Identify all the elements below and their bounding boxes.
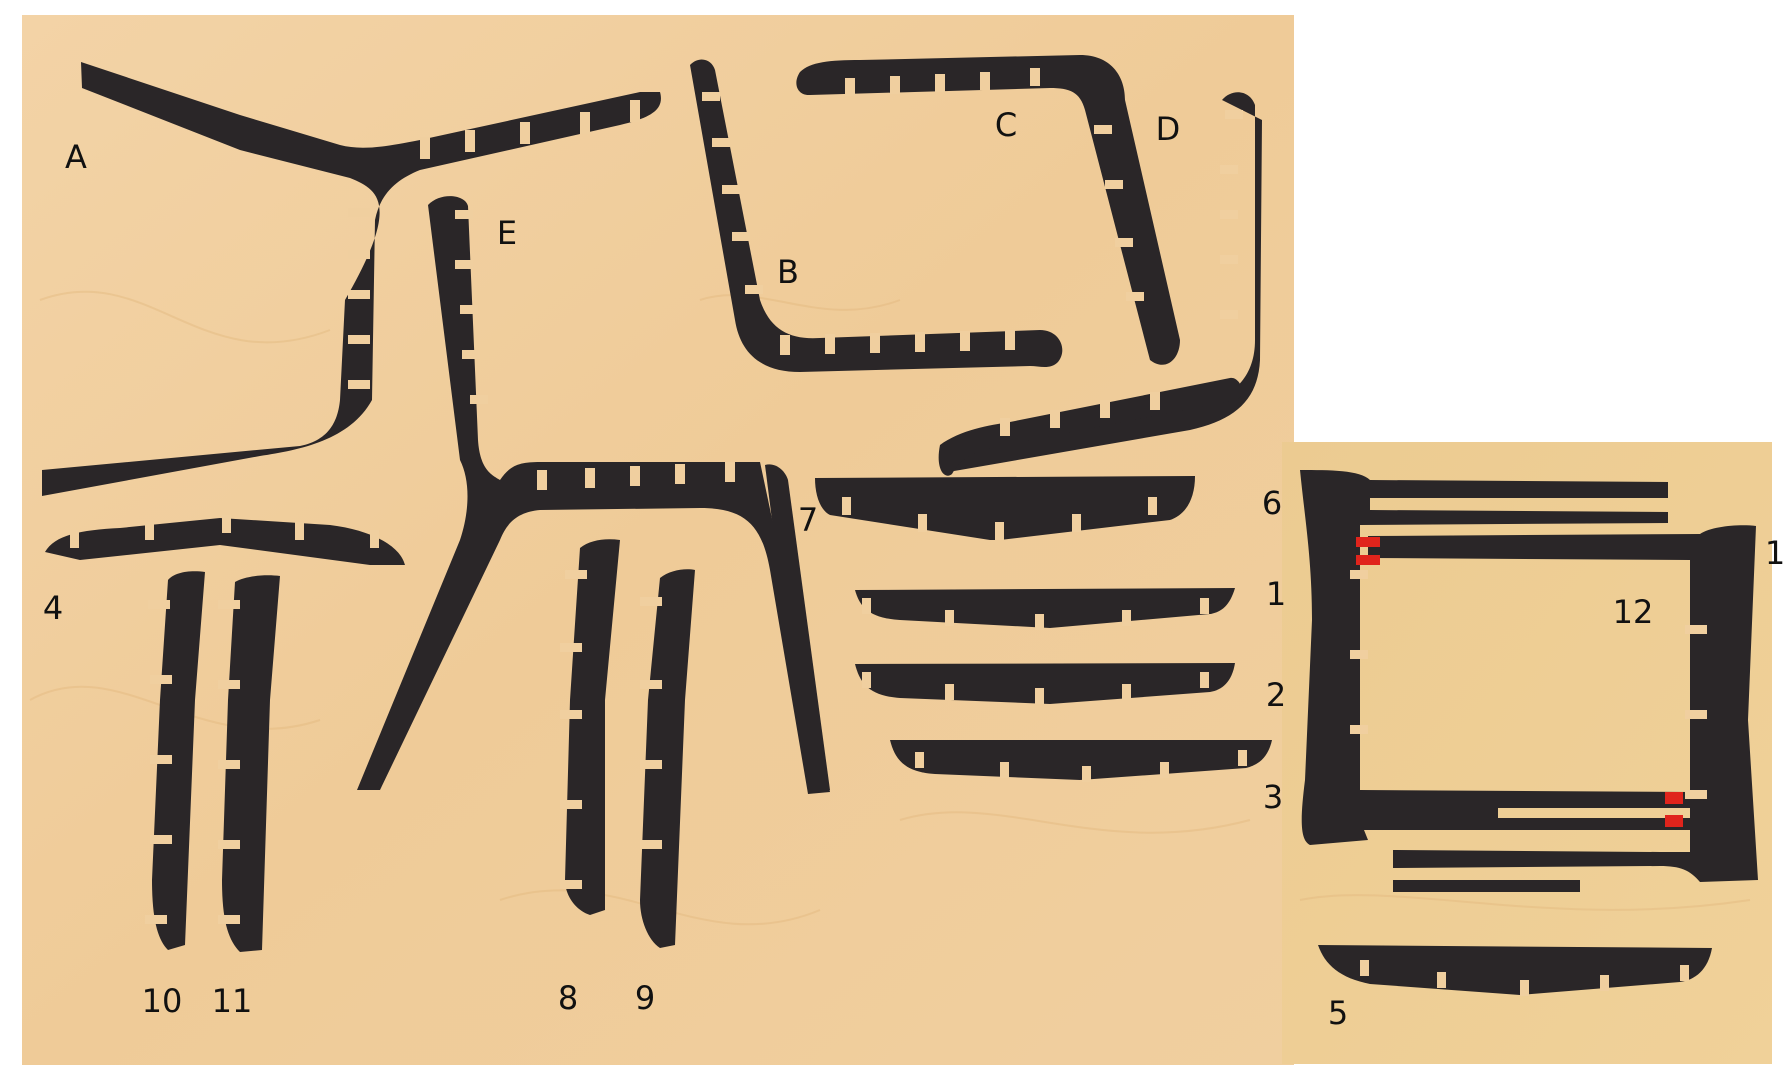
label-10: 10 <box>141 982 183 1020</box>
piece-7 <box>815 476 1195 540</box>
label-a: A <box>65 138 87 176</box>
piece-4 <box>45 518 405 565</box>
piece-5 <box>1318 945 1712 995</box>
piece-12 <box>1368 525 1758 892</box>
label-4: 4 <box>42 589 64 627</box>
tab-notches <box>70 68 1707 996</box>
label-8: 8 <box>557 979 579 1017</box>
label-c: C <box>994 106 1018 144</box>
piece-e <box>357 196 830 795</box>
piece-a <box>42 62 661 496</box>
label-11: 11 <box>211 982 253 1020</box>
piece-7-leg <box>765 464 830 792</box>
piece-d-arm <box>938 377 1243 476</box>
piece-11 <box>222 575 280 952</box>
label-1: 1 <box>1265 575 1287 613</box>
piece-8 <box>565 539 620 915</box>
label-12: 12 <box>1612 593 1654 631</box>
label-6: 6 <box>1261 484 1283 522</box>
label-5: 5 <box>1327 994 1349 1032</box>
label-b: B <box>777 253 799 291</box>
red-markers <box>1356 537 1683 827</box>
piece-strip <box>890 740 1272 780</box>
piece-10 <box>152 571 205 950</box>
label-edge-1: 1 <box>1764 534 1783 572</box>
label-2: 2 <box>1265 676 1287 714</box>
piece-c <box>796 55 1180 365</box>
label-7: 7 <box>797 501 819 539</box>
label-e: E <box>496 214 518 252</box>
label-d: D <box>1155 110 1181 148</box>
piece-3-bar <box>1360 790 1690 830</box>
piece-6 <box>1300 470 1668 845</box>
label-9: 9 <box>634 979 656 1017</box>
cut-pieces <box>42 55 1758 995</box>
piece-b <box>690 59 1063 373</box>
label-3: 3 <box>1262 778 1284 816</box>
piece-9 <box>640 569 695 948</box>
